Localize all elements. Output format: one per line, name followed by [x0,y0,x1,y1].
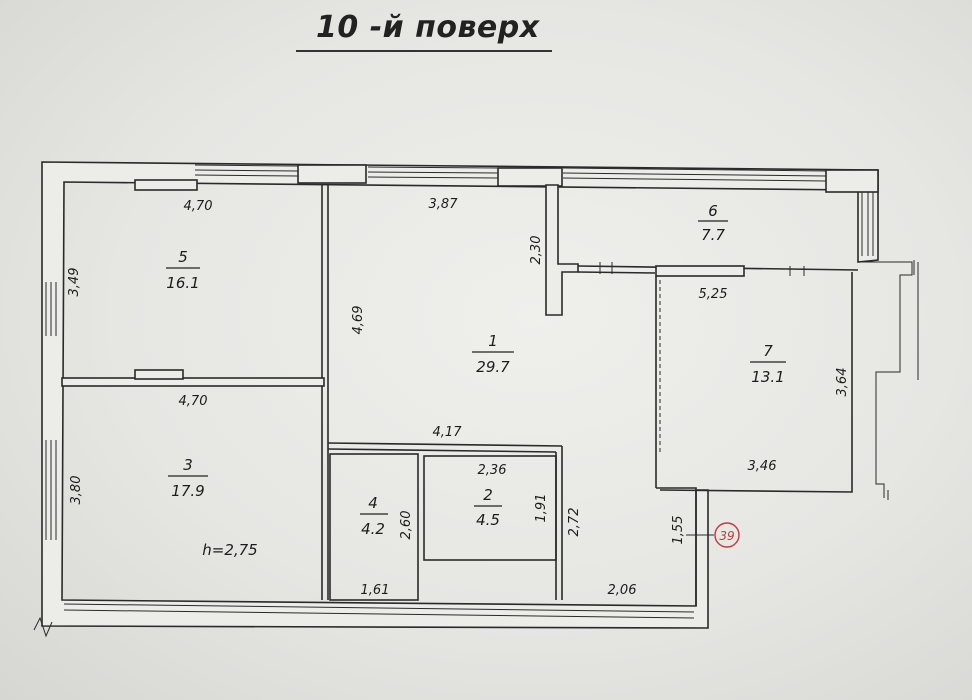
left-windows [45,282,57,540]
wall-7 [655,272,853,493]
room-2-number: 2 [483,486,493,504]
room-2-area: 4.5 [476,511,500,529]
room-1-number: 1 [488,332,498,350]
dim-r2-top: 2,36 [478,463,507,478]
room-5-area: 16.1 [166,274,199,292]
pier [297,164,367,184]
apartment-number: 39 [719,529,734,543]
dim-entry: 1,55 [671,516,686,545]
hall-top-wall [327,442,563,453]
break-mark [33,616,53,638]
bottom-wall-inner [63,603,695,619]
entry-wall [656,487,697,606]
dim-r2-right: 1,91 [534,494,549,523]
dim-r5-top: 4,70 [184,199,213,214]
room-6-area: 7.7 [701,226,725,244]
room-4-walls [329,453,419,601]
dim-hall-top: 4,17 [433,425,463,440]
dim-r1-top: 3,87 [429,197,459,212]
dim-hall-right: 2,72 [567,508,582,537]
room-3-number: 3 [183,456,193,474]
room-4-number: 4 [368,494,378,512]
wall-5-3 [61,377,325,387]
room-2-walls [423,455,557,561]
title-underline [296,50,552,52]
floor-title: 10 -й поверх [316,10,540,45]
room-6-number: 6 [708,202,718,220]
room-5-number: 5 [178,248,188,266]
dim-r1-left: 4,69 [351,306,366,335]
pier [134,179,198,191]
room-3-area: 17.9 [171,482,204,500]
balcony-right [887,260,919,500]
room-1-area: 29.7 [476,358,510,376]
top-windows [194,164,874,256]
apartment-number-circle [714,522,740,548]
dim-hall-bottom: 2,06 [608,583,637,598]
wall-3-hall [321,440,329,600]
pier [655,265,745,277]
dim-r3-left: 3,80 [69,476,84,505]
dim-r6-width: 5,25 [699,287,728,302]
dim-r5-left: 3,49 [67,268,82,297]
door-6-7 [599,262,805,276]
dim-r1-wall: 2,30 [529,236,544,265]
dim-r7-bottom: 3,46 [748,459,777,474]
room-7-number: 7 [763,342,773,360]
dim-r4-bottom: 1,61 [361,583,390,598]
balcony-outline [858,261,913,498]
dim-r4-right: 2,60 [399,511,414,540]
wall-5-1 [321,185,329,440]
outer-wall [41,161,879,629]
pier [134,369,184,380]
room-7-area: 13.1 [751,368,784,386]
dim-r7-right: 3,64 [835,368,850,397]
ceiling-height: h=2,75 [202,541,257,559]
dim-r3-top: 4,70 [179,394,208,409]
pier [497,167,563,187]
room-4-area: 4.2 [361,520,385,538]
pier [825,169,879,193]
